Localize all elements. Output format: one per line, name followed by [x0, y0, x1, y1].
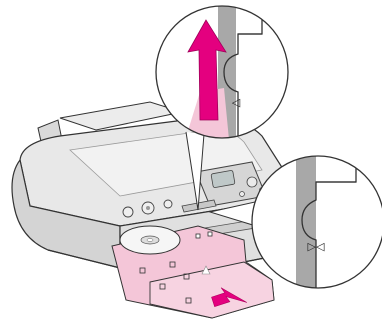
dpad-button	[247, 177, 257, 187]
power-button	[123, 207, 133, 217]
alignment-mark-bottom: ▷◁	[308, 240, 325, 253]
panel-button	[240, 192, 245, 197]
alignment-mark-top: ◁	[232, 96, 241, 109]
tray-guide	[296, 150, 316, 300]
front-button	[164, 200, 172, 208]
